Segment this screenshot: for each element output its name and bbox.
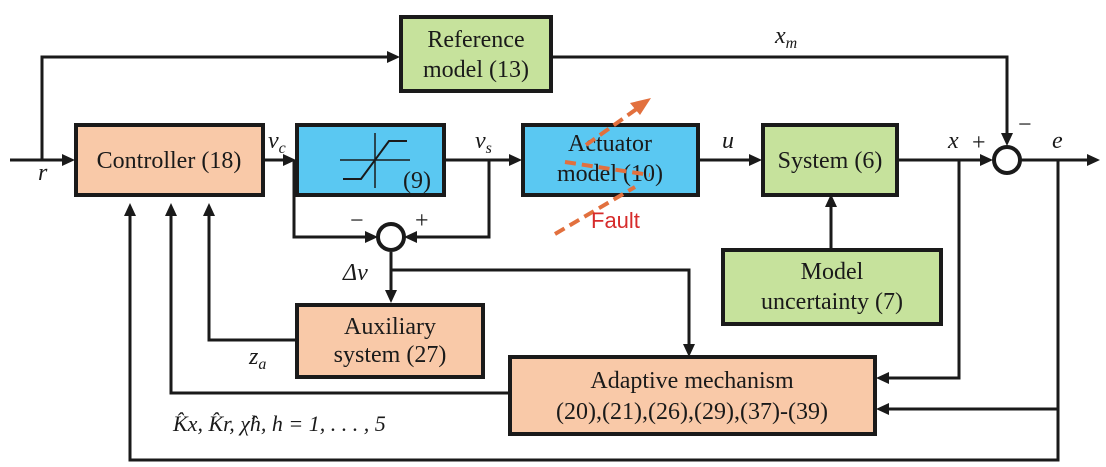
adaptive-gains-label: K̂x, K̂r, χ̂h, h = 1, . . . , 5: [172, 411, 386, 436]
sum-delta-v-minus-sign: −: [350, 208, 364, 234]
signal-za-label: za: [248, 344, 266, 373]
signal-vc-subscript: c: [279, 140, 286, 157]
arrow-x-into-sum: [980, 154, 993, 166]
fault-arrowhead: [630, 98, 651, 115]
reference-model-label-1: Reference: [427, 27, 524, 53]
controller-block: [74, 123, 265, 197]
wire-vc-to-sum2: [292, 160, 367, 239]
wire-x-to-adaptive: [888, 160, 961, 380]
signal-r-label: r: [38, 160, 48, 186]
signal-delta-v-label: Δv: [342, 260, 368, 286]
system-block: [761, 123, 899, 197]
sum-junction-error: [992, 145, 1022, 175]
arrow-into-actuator: [509, 154, 522, 166]
wire-gains-to-controller: [169, 215, 509, 395]
arrow-x-into-adaptive: [876, 372, 889, 384]
wire-r-to-reference: [40, 55, 388, 160]
signal-vc-label: vc: [268, 128, 286, 157]
arrow-vc-into-sum2: [365, 231, 378, 243]
fault-dash-middle: [564, 160, 651, 177]
wire-za-to-controller: [207, 215, 297, 342]
arrow-into-system: [749, 154, 762, 166]
arrow-xm-into-sum: [1001, 133, 1013, 146]
sum-delta-v-plus-sign: +: [415, 208, 429, 234]
system-label: System (6): [778, 148, 883, 174]
adaptive-mechanism-label-2: (20),(21),(26),(29),(37)-(39): [556, 399, 828, 425]
wire-xm: [551, 55, 1009, 136]
wire-dv-to-adaptive: [391, 268, 691, 345]
arrow-e-into-controller: [124, 203, 136, 216]
fault-dash-lower: [553, 185, 637, 236]
arrow-dv-into-adaptive: [683, 344, 695, 357]
reference-model-label-2: model (13): [423, 57, 529, 83]
adaptive-mechanism-block: [508, 355, 877, 436]
saturation-label: (9): [403, 168, 431, 194]
fault-indicator: Fault: [553, 98, 651, 236]
sum-junction-delta-v: [376, 222, 406, 252]
sum-error-minus-sign: −: [1018, 112, 1032, 138]
signal-e-label: e: [1052, 128, 1063, 154]
signal-vs-label: vs: [475, 128, 492, 157]
controller-label: Controller (18): [97, 148, 242, 174]
auxiliary-system-label-1: Auxiliary: [344, 314, 436, 340]
arrow-into-system-bottom: [825, 194, 837, 207]
auxiliary-system-block: [295, 303, 485, 379]
arrow-za-into-controller: [203, 203, 215, 216]
arrow-vs-into-sum2: [404, 231, 417, 243]
saturation-icon: [340, 133, 410, 188]
model-uncertainty-label-1: Model: [801, 259, 864, 285]
arrow-into-controller: [62, 154, 75, 166]
signal-za-subscript: a: [258, 356, 266, 373]
arrow-gains-into-controller: [165, 203, 177, 216]
signal-u-label: u: [722, 128, 734, 154]
model-uncertainty-block: [721, 248, 943, 326]
actuator-model-label-1: Actuator: [568, 131, 652, 157]
signal-xm-subscript: m: [786, 35, 798, 52]
wire-vs-to-sum2: [415, 160, 491, 239]
sum-error-plus-sign: +: [972, 130, 986, 156]
arrow-into-reference: [387, 51, 400, 63]
arrow-into-auxiliary: [385, 290, 397, 303]
auxiliary-system-label-2: system (27): [334, 342, 447, 368]
arrow-into-saturation: [283, 154, 296, 166]
reference-model-block: [399, 15, 553, 93]
arrow-output-e: [1087, 154, 1100, 166]
wires: [10, 51, 1100, 462]
actuator-model-block: [521, 123, 700, 197]
signal-vs-subscript: s: [486, 140, 492, 157]
model-uncertainty-label-2: uncertainty (7): [761, 289, 903, 315]
fault-label: Fault: [591, 208, 640, 233]
fault-arrow-upper: [584, 106, 640, 147]
adaptive-mechanism-label-1: Adaptive mechanism: [590, 368, 794, 394]
wire-e-feedback: [128, 160, 1060, 462]
arrow-e-into-adaptive: [876, 403, 889, 415]
signal-xm-label: xm: [774, 23, 797, 52]
signal-x-label: x: [947, 128, 959, 154]
